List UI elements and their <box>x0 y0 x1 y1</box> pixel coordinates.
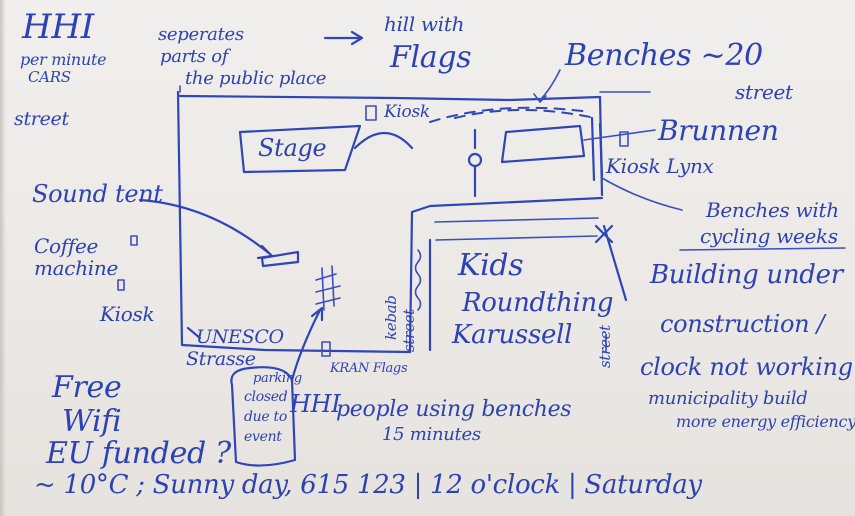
kran-flags-box <box>321 341 331 357</box>
strasse-label: Strasse <box>186 348 256 370</box>
due-to-label: due to <box>244 409 287 425</box>
kiosk-lynx-box <box>619 131 629 147</box>
hill-with-note: hill with <box>384 12 465 36</box>
brunnen-rectangle <box>500 124 586 164</box>
brunnen-label: Brunnen <box>658 114 779 147</box>
parking-label: parking <box>253 371 302 386</box>
weather-time-summary: ~ 10°C ; Sunny day, 615 123 | 12 o'clock… <box>34 470 702 500</box>
coffee-label: Coffee <box>34 234 99 258</box>
kiosk-left-box <box>117 279 125 291</box>
building-under-label: Building under <box>650 260 843 290</box>
cycling-weeks-label: cycling weeks <box>700 224 838 248</box>
fifteen-minutes-label: 15 minutes <box>382 424 481 445</box>
public-place-top-edge <box>178 94 602 102</box>
eu-funded-label: EU funded ? <box>46 436 231 471</box>
benches-dashed-line-2 <box>454 109 596 119</box>
round-thing-label: Roundthing <box>462 288 614 318</box>
machine-label: machine <box>34 256 118 280</box>
karussell-label: Karussell <box>452 320 573 350</box>
kiosk-top-box <box>365 105 377 121</box>
separates-note: seperates <box>158 24 244 45</box>
round-thing-circle <box>467 152 483 168</box>
unesco-strasse-mark <box>186 326 202 340</box>
kebab-vertical-label: kebab <box>382 295 400 340</box>
street-vertical-label: street <box>400 309 418 352</box>
stage-shape <box>238 124 362 174</box>
kran-flags-label: KRAN Flags <box>330 361 408 376</box>
parking-arrow <box>290 306 324 382</box>
benches-arrow <box>533 69 561 103</box>
separates-arrow <box>323 30 364 46</box>
stage-label: Stage <box>258 134 327 162</box>
brunnen-leader <box>583 129 656 141</box>
flags-note: Flags <box>390 40 472 75</box>
wifi-label: Wifi <box>62 404 122 439</box>
bench-hatching <box>315 265 341 311</box>
people-using-benches-label: people using benches <box>336 397 572 422</box>
cars-note: CARS <box>28 68 71 86</box>
benches-with-leader <box>601 177 683 211</box>
street-left-label: street <box>14 108 69 130</box>
per-minute-note: per minute <box>20 50 107 69</box>
energy-efficiency-label: more energy efficiency <box>676 412 855 431</box>
hill-arc <box>353 132 414 150</box>
kiosk-left-label: Kiosk <box>100 302 155 326</box>
construction-cross <box>594 224 628 302</box>
free-label: Free <box>52 370 122 405</box>
benches-20-note: Benches ~20 <box>565 38 763 73</box>
parts-of-note: parts of <box>160 46 229 67</box>
kids-label: Kids <box>458 248 524 283</box>
tally-top: HHI <box>22 7 94 47</box>
benches-dashed-line <box>429 106 591 123</box>
closed-label: closed <box>244 389 288 405</box>
street-top-right-label: street <box>735 80 793 104</box>
cycling-weeks-underline <box>679 247 846 251</box>
sound-tent-arrow <box>138 198 274 260</box>
inner-corner-edge <box>408 196 604 354</box>
clock-not-working-label: clock not working <box>640 353 853 381</box>
public-place-note: the public place <box>185 68 327 89</box>
street-right-vertical-label: street <box>596 325 614 368</box>
kids-area-top-line <box>434 217 599 241</box>
benches-with-label: Benches with <box>706 198 839 222</box>
parking-circle <box>230 366 297 467</box>
kiosk-lynx-label: Kiosk Lynx <box>606 154 714 178</box>
municipality-label: municipality build <box>648 388 808 409</box>
kiosk-lynx-marks <box>590 116 604 182</box>
kiosk-top-label: Kiosk <box>384 102 430 122</box>
street-wavy-marks <box>414 249 422 311</box>
public-place-outline <box>176 90 412 354</box>
event-label: event <box>244 429 282 445</box>
sound-tent-label: Sound tent <box>32 180 163 208</box>
coffee-machine-box <box>130 235 138 246</box>
tally-bottom: HHI <box>290 390 341 418</box>
unesco-label: UNESCO <box>196 326 284 348</box>
construction-label: construction / <box>660 310 825 338</box>
sound-tent-box <box>260 250 300 268</box>
